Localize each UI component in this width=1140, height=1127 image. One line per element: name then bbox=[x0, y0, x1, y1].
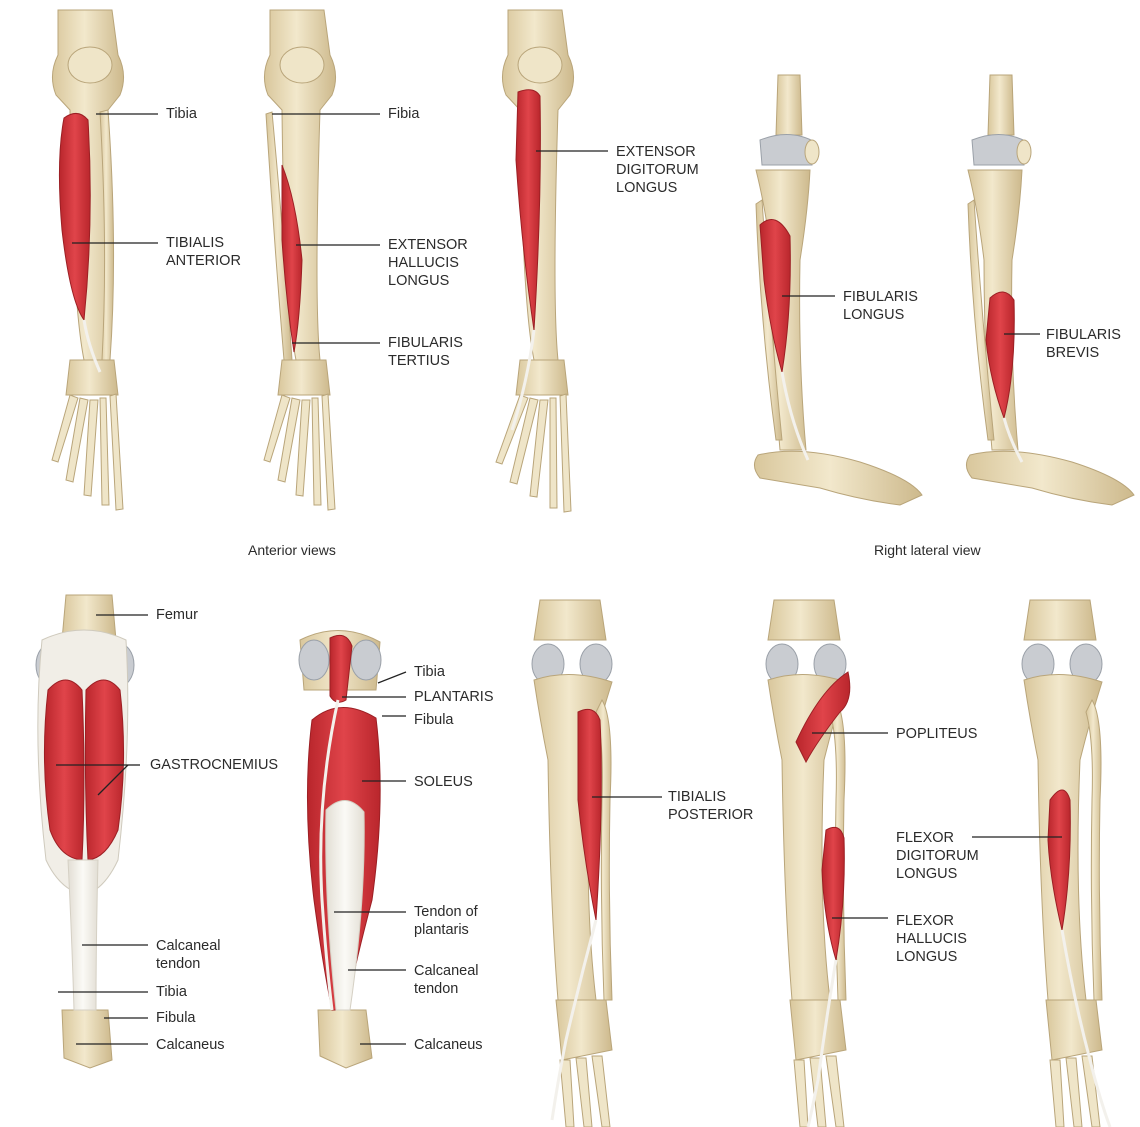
label-line: LONGUS bbox=[896, 948, 967, 966]
label-line: TERTIUS bbox=[388, 352, 463, 370]
label-tibialis-posterior: TIBIALIS POSTERIOR bbox=[668, 788, 753, 824]
label-extensor-digitorum-longus: EXTENSOR DIGITORUM LONGUS bbox=[616, 143, 699, 197]
label-line: FIBULARIS bbox=[843, 288, 918, 306]
label-line: LONGUS bbox=[896, 865, 979, 883]
label-line: HALLUCIS bbox=[388, 254, 468, 272]
label-line: EXTENSOR bbox=[616, 143, 699, 161]
label-fibula: Fibula bbox=[414, 711, 454, 729]
label-line: TIBIALIS bbox=[668, 788, 753, 806]
label-calcaneal-tendon: Calcaneal tendon bbox=[156, 937, 221, 973]
label-extensor-hallucis-longus: EXTENSOR HALLUCIS LONGUS bbox=[388, 236, 468, 290]
label-plantaris: PLANTARIS bbox=[414, 688, 494, 706]
label-tibia: Tibia bbox=[156, 983, 187, 1001]
label-line: FIBULARIS bbox=[388, 334, 463, 352]
label-femur: Femur bbox=[156, 606, 198, 624]
label-tibia: Tibia bbox=[166, 105, 197, 123]
label-line: FLEXOR bbox=[896, 912, 967, 930]
label-line: POSTERIOR bbox=[668, 806, 753, 824]
label-line: HALLUCIS bbox=[896, 930, 967, 948]
label-line: TIBIALIS bbox=[166, 234, 241, 252]
label-line: tendon bbox=[414, 980, 479, 998]
label-tendon-of-plantaris: Tendon of plantaris bbox=[414, 903, 478, 939]
label-tibialis-anterior: TIBIALIS ANTERIOR bbox=[166, 234, 241, 270]
label-line: LONGUS bbox=[388, 272, 468, 290]
leg-anterior-2 bbox=[264, 10, 336, 510]
leg-anterior-3 bbox=[496, 10, 574, 512]
leg-lateral-2 bbox=[966, 75, 1134, 505]
label-fibularis-brevis: FIBULARIS BREVIS bbox=[1046, 326, 1121, 362]
label-gastrocnemius: GASTROCNEMIUS bbox=[150, 756, 278, 774]
leg-posterior-2 bbox=[299, 630, 381, 1068]
leg-posterior-5 bbox=[1022, 600, 1110, 1127]
label-line: Tendon of bbox=[414, 903, 478, 921]
label-tibia: Tibia bbox=[414, 663, 445, 681]
label-fibia: Fibia bbox=[388, 105, 419, 123]
label-flexor-hallucis-longus: FLEXOR HALLUCIS LONGUS bbox=[896, 912, 967, 966]
label-line: plantaris bbox=[414, 921, 478, 939]
caption-right-lateral-view: Right lateral view bbox=[874, 542, 981, 558]
label-calcaneus: Calcaneus bbox=[156, 1036, 225, 1054]
label-line: EXTENSOR bbox=[388, 236, 468, 254]
label-fibularis-longus: FIBULARIS LONGUS bbox=[843, 288, 918, 324]
label-line: Calcaneal bbox=[414, 962, 479, 980]
caption-anterior-views: Anterior views bbox=[248, 542, 336, 558]
label-line: LONGUS bbox=[843, 306, 918, 324]
label-calcaneal-tendon: Calcaneal tendon bbox=[414, 962, 479, 998]
leg-anterior-1 bbox=[52, 10, 124, 510]
label-popliteus: POPLITEUS bbox=[896, 725, 977, 743]
label-line: LONGUS bbox=[616, 179, 699, 197]
label-line: DIGITORUM bbox=[896, 847, 979, 865]
leg-posterior-4 bbox=[766, 600, 850, 1127]
label-flexor-digitorum-longus: FLEXOR DIGITORUM LONGUS bbox=[896, 829, 979, 883]
label-line: tendon bbox=[156, 955, 221, 973]
label-line: FIBULARIS bbox=[1046, 326, 1121, 344]
label-fibula: Fibula bbox=[156, 1009, 196, 1027]
label-soleus: SOLEUS bbox=[414, 773, 473, 791]
label-line: Calcaneal bbox=[156, 937, 221, 955]
label-calcaneus: Calcaneus bbox=[414, 1036, 483, 1054]
leg-posterior-3 bbox=[532, 600, 612, 1127]
label-line: DIGITORUM bbox=[616, 161, 699, 179]
label-fibularis-tertius: FIBULARIS TERTIUS bbox=[388, 334, 463, 370]
leg-posterior-1 bbox=[36, 595, 134, 1068]
label-line: FLEXOR bbox=[896, 829, 979, 847]
label-line: ANTERIOR bbox=[166, 252, 241, 270]
label-line: BREVIS bbox=[1046, 344, 1121, 362]
